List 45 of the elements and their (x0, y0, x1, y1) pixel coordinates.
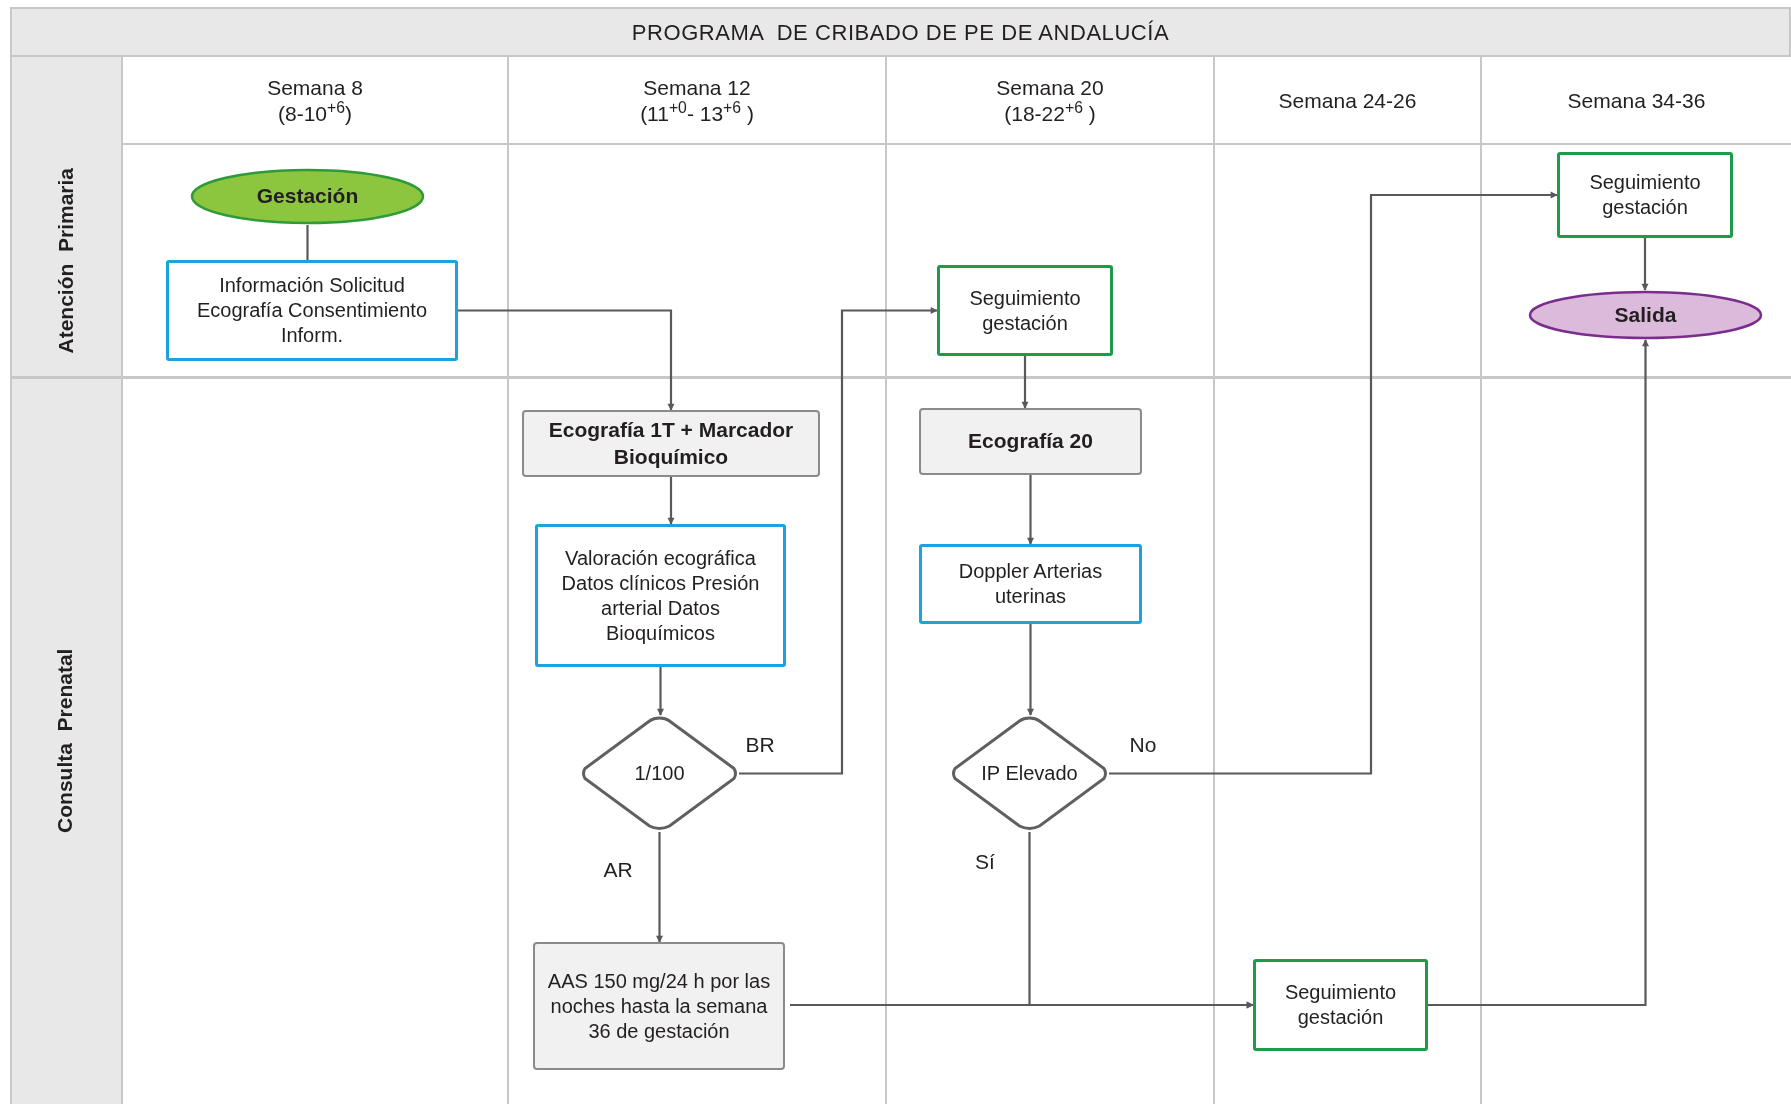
week-header: Semana 8 (267, 74, 363, 101)
week-header: Semana 12 (643, 74, 751, 101)
node-text: Información Solicitud Ecografía Consentimiento Inform. (195, 273, 429, 348)
connector-arrow (1109, 191, 1558, 775)
node-text: Seguimiento gestación (1283, 980, 1398, 1030)
node-text: Ecografía 20 (968, 428, 1093, 455)
process-box (522, 410, 820, 477)
node-text: Gestación (256, 183, 359, 210)
connector-arrow (656, 832, 663, 943)
node-text: AAS 150 mg/24 h por las noches hasta la semana 36 de gestación (546, 968, 772, 1044)
connector-arrow (790, 1001, 1254, 1009)
node-text: Valoración ecográfica Datos clínicos Presión arterial Datos Bioquímicos (560, 545, 761, 646)
process-box (166, 260, 458, 361)
connector-arrow (1027, 624, 1034, 716)
connector-arrow (458, 309, 675, 411)
week-header: (8-10$^{+6}$) (278, 101, 352, 127)
connector-arrow (667, 477, 675, 525)
connector-arrow (1027, 475, 1034, 545)
process-box (919, 408, 1142, 475)
process-box (1557, 152, 1733, 238)
node-text: Seguimiento gestación (968, 285, 1082, 336)
process-box (937, 265, 1113, 356)
week-header: Semana 34-36 (1567, 87, 1706, 114)
process-box (535, 524, 786, 667)
week-header: (18-22$^{+6}$ ) (1004, 101, 1096, 127)
connector-arrow (739, 307, 938, 775)
connector-arrow (657, 667, 664, 716)
node-text: IP Elevado (981, 761, 1078, 786)
connector-arrow (1428, 339, 1649, 1007)
node-text: Doppler Arterias uterinas (957, 559, 1104, 609)
connector-arrow (1641, 238, 1649, 291)
week-header: Semana 20 (996, 74, 1104, 101)
node-text: Seguimiento gestación (1588, 170, 1702, 220)
connector-arrow (1021, 356, 1029, 409)
node-text: Salida (1614, 301, 1677, 328)
week-header: Semana 24-26 (1278, 87, 1417, 114)
node-text: Ecografía 1T + Marcador Bioquímico (547, 417, 795, 470)
process-box (533, 942, 785, 1070)
diagram-title: PROGRAMA DE CRIBADO DE PE DE ANDALUCÍA (631, 18, 1170, 47)
process-box (919, 544, 1142, 624)
process-box (1253, 959, 1428, 1051)
week-header: (11$^{+0}$- 13$^{+6}$ ) (640, 101, 754, 127)
node-text: 1/100 (634, 761, 685, 786)
lane-label: Atención Primaria (52, 167, 78, 354)
lane-label: Consulta Prenatal (52, 648, 78, 833)
